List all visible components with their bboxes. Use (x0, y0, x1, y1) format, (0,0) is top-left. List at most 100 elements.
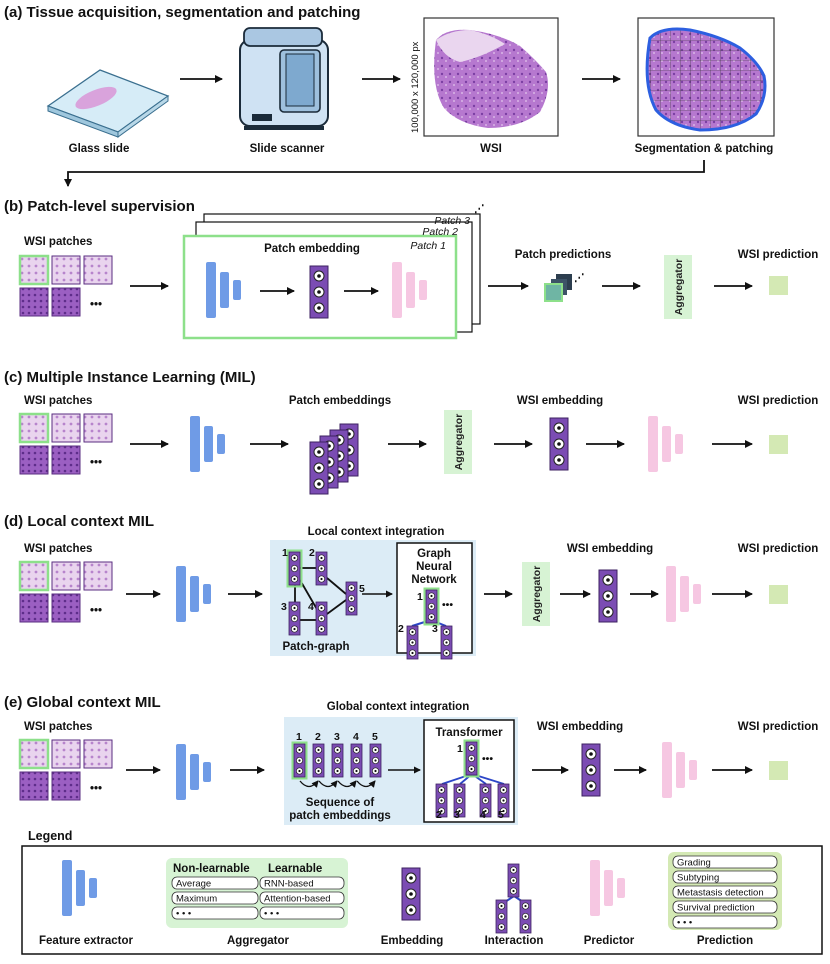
learnable-label: Learnable (268, 863, 322, 875)
aggregator-label: Aggregator (531, 566, 543, 623)
ellipsis: ••• (90, 457, 102, 469)
patch-graph-label: Patch-graph (282, 641, 349, 653)
patch-predictions-stack: ⋰ (544, 272, 585, 302)
wsi-patches-label: WSI patches (24, 721, 92, 733)
node-1-label: 1 (282, 547, 288, 559)
wsi-prediction-label: WSI prediction (738, 249, 819, 261)
wsi-prediction-box (769, 276, 788, 295)
patch-embeddings-label: Patch embeddings (289, 395, 391, 407)
gnn-interaction: 1 2 3 ••• (398, 589, 453, 660)
wsi-label: WSI (480, 143, 502, 155)
section-b: (b) Patch-level supervision WSI patches … (4, 198, 819, 340)
wsi-patches-label: WSI patches (24, 236, 92, 248)
transformer-label: Transformer (435, 727, 503, 739)
predictor (666, 566, 701, 622)
prediction-item: Metastasis detection (677, 888, 764, 899)
segmentation-label: Segmentation & patching (635, 143, 774, 155)
tf-node-5: 5 (498, 809, 504, 821)
embedding (309, 265, 329, 319)
patch-1-label: Patch 1 (410, 240, 446, 252)
legend-interaction (495, 863, 532, 934)
legend-title: Legend (28, 829, 72, 843)
legend-aggregator-label: Aggregator (227, 935, 290, 947)
patch-embedding-label: Patch embedding (264, 243, 360, 255)
seq-node-2: 2 (315, 731, 321, 743)
section-d-title: (d) Local context MIL (4, 513, 154, 530)
aggregator-label: Aggregator (673, 259, 685, 316)
patch-3-label: Patch 3 (434, 215, 470, 227)
wsi-prediction-box (769, 435, 788, 454)
learnable-item: • • • (264, 909, 279, 920)
seq-node-4: 4 (353, 731, 359, 743)
ellipsis: ••• (442, 599, 453, 611)
slide-scanner-label: Slide scanner (250, 143, 325, 155)
wsi-patches-label: WSI patches (24, 543, 92, 555)
glass-slide-icon (46, 69, 170, 138)
legend-feature-extractor-label: Feature extractor (39, 935, 133, 947)
section-d: (d) Local context MIL WSI patches ••• Lo… (4, 513, 818, 660)
wsi-embedding (581, 743, 601, 797)
segmentation-image (637, 17, 775, 137)
learnable-item: Attention-based (264, 894, 331, 905)
seq-node-1: 1 (296, 731, 302, 743)
wsi-prediction-box (769, 761, 788, 780)
tf-node-1: 1 (457, 743, 463, 755)
gnn-node-3: 3 (432, 623, 438, 635)
section-c-title: (c) Multiple Instance Learning (MIL) (4, 369, 256, 386)
aggregator-label: Aggregator (453, 414, 465, 471)
node-2-label: 2 (309, 547, 315, 559)
wsi-embedding (549, 417, 569, 471)
ellipsis: ••• (482, 753, 493, 765)
section-e-title: (e) Global context MIL (4, 694, 161, 711)
wsi-prediction-label: WSI prediction (738, 721, 819, 733)
glass-slide-label: Glass slide (69, 143, 130, 155)
legend-predictor-label: Predictor (584, 935, 635, 947)
patch-2-label: Patch 2 (422, 226, 458, 238)
seq-node-5: 5 (372, 731, 378, 743)
prediction-item: Subtyping (677, 873, 719, 884)
sequence-label-1: Sequence of (306, 797, 375, 809)
legend-interaction-label: Interaction (485, 935, 544, 947)
gnn-node-2: 2 (398, 623, 404, 635)
gnn-label-2: Neural (416, 561, 452, 573)
non-learnable-label: Non-learnable (173, 863, 250, 875)
legend-embedding (401, 867, 421, 921)
patch-embeddings-stack (309, 423, 359, 495)
svg-text:⋰: ⋰ (574, 272, 585, 284)
transformer-interaction: 1 ••• 2 3 4 5 (435, 741, 510, 821)
prediction-item: Grading (677, 858, 711, 869)
wsi-patches-label: WSI patches (24, 395, 92, 407)
wsi-image (423, 17, 559, 137)
legend: Legend Feature extractor Non-learnable L… (21, 829, 823, 955)
predictor (662, 742, 697, 798)
predictor (648, 416, 683, 472)
gnn-label-1: Graph (417, 548, 451, 560)
wsi-embedding-label: WSI embedding (567, 543, 653, 555)
ellipsis: ••• (90, 299, 102, 311)
non-learnable-item: Maximum (176, 894, 217, 905)
global-context-label: Global context integration (327, 701, 469, 713)
node-4-label: 4 (308, 601, 314, 613)
wsi-embedding-label: WSI embedding (517, 395, 603, 407)
node-5-label: 5 (359, 583, 365, 595)
sequence-of-embeddings: 1 2 3 4 5 (293, 731, 382, 788)
wsi-embedding (598, 569, 618, 623)
wsi-prediction-label: WSI prediction (738, 395, 819, 407)
legend-embedding-label: Embedding (381, 935, 444, 947)
section-b-title: (b) Patch-level supervision (4, 198, 195, 215)
seq-node-3: 3 (334, 731, 340, 743)
section-c: (c) Multiple Instance Learning (MIL) WSI… (4, 369, 819, 495)
prediction-item: Survival prediction (677, 903, 755, 914)
patch-predictions-label: Patch predictions (515, 249, 612, 261)
ellipsis: ••• (90, 605, 102, 617)
tf-node-2: 2 (436, 809, 442, 821)
sequence-label-2: patch embeddings (289, 810, 391, 822)
gnn-label-3: Network (411, 574, 457, 586)
feature-extractor (190, 416, 225, 472)
feature-extractor (176, 744, 211, 800)
node-3-label: 3 (281, 601, 287, 613)
legend-prediction-label: Prediction (697, 935, 753, 947)
wsi-embedding-label: WSI embedding (537, 721, 623, 733)
slide-scanner-icon (239, 27, 329, 130)
